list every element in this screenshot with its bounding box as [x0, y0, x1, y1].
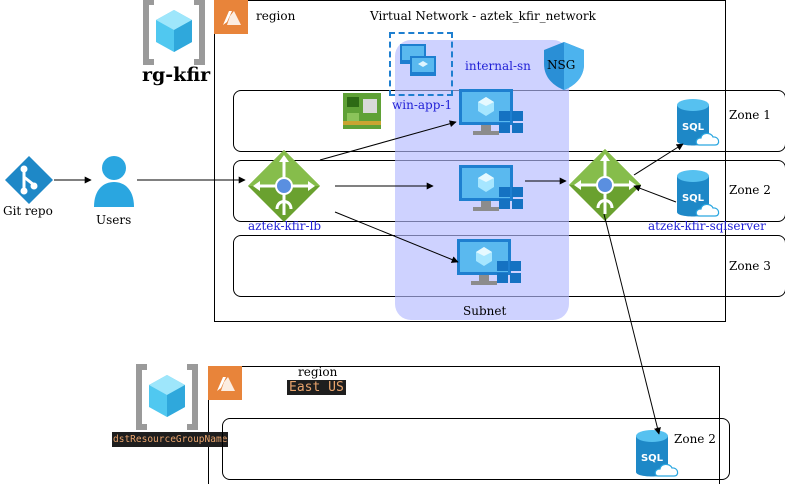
subnet-name-label: internal-sn — [465, 59, 531, 73]
arrow-lb-to-vm1 — [319, 120, 457, 161]
bottom-zone-label: Zone 2 — [674, 432, 716, 446]
arrow-sqllb-to-bottom-sql — [603, 213, 661, 435]
vnet-title: Virtual Network - aztek_kfir_network — [370, 9, 596, 23]
zone-2-row-bottom — [222, 418, 730, 480]
vm-zone-2-icon — [459, 165, 525, 215]
arrow-lb-to-vm3 — [334, 211, 459, 263]
svg-text:SQL: SQL — [682, 193, 705, 204]
resource-group-title: rg-kfir — [142, 64, 211, 86]
users-icon — [92, 155, 136, 209]
git-repo-icon — [4, 155, 54, 205]
subnet-label: Subnet — [463, 304, 507, 318]
sql-database-zone-2-icon: SQL — [675, 168, 723, 222]
zone-3-label: Zone 3 — [729, 259, 771, 273]
svg-text:SQL: SQL — [641, 453, 664, 464]
arrow-sql2-to-sqllb — [633, 184, 677, 203]
svg-text:SQL: SQL — [682, 122, 705, 133]
load-balancer-label: aztek-kfir-lb — [248, 219, 322, 233]
region-value-bottom: East US — [287, 380, 346, 395]
resource-group-icon — [140, 0, 208, 65]
dst-resource-group-label: dstResourceGroupName — [112, 432, 229, 447]
sql-server-label: atzek-kfir-sqlserver — [648, 219, 766, 233]
zone-1-label: Zone 1 — [729, 108, 771, 122]
network-card-icon — [341, 91, 383, 131]
vm-zone-3-icon — [457, 239, 523, 289]
sql-database-bottom-icon: SQL — [634, 428, 682, 482]
azure-region-icon-bottom — [208, 366, 242, 400]
users-label: Users — [96, 213, 132, 227]
region-container-bottom — [208, 366, 720, 484]
region-container-top — [214, 0, 726, 322]
sql-load-balancer-icon — [568, 148, 642, 222]
nsg-shield-icon — [541, 40, 587, 92]
region-label-bottom: region — [298, 365, 338, 379]
git-repo-label: Git repo — [3, 204, 53, 218]
nsg-label: NSG — [547, 58, 576, 72]
vm-label: win-app-1 — [392, 98, 453, 112]
subnet-icon — [389, 32, 453, 96]
azure-region-icon — [214, 0, 248, 34]
region-label-top: region — [256, 9, 296, 23]
resource-group-icon-bottom — [133, 364, 201, 430]
load-balancer-icon — [247, 149, 321, 223]
vm-zone-1-icon — [459, 89, 525, 139]
zone-2-label: Zone 2 — [729, 183, 771, 197]
arrow-sqllb-to-sql1 — [633, 143, 684, 176]
sql-database-zone-1-icon: SQL — [675, 97, 723, 151]
